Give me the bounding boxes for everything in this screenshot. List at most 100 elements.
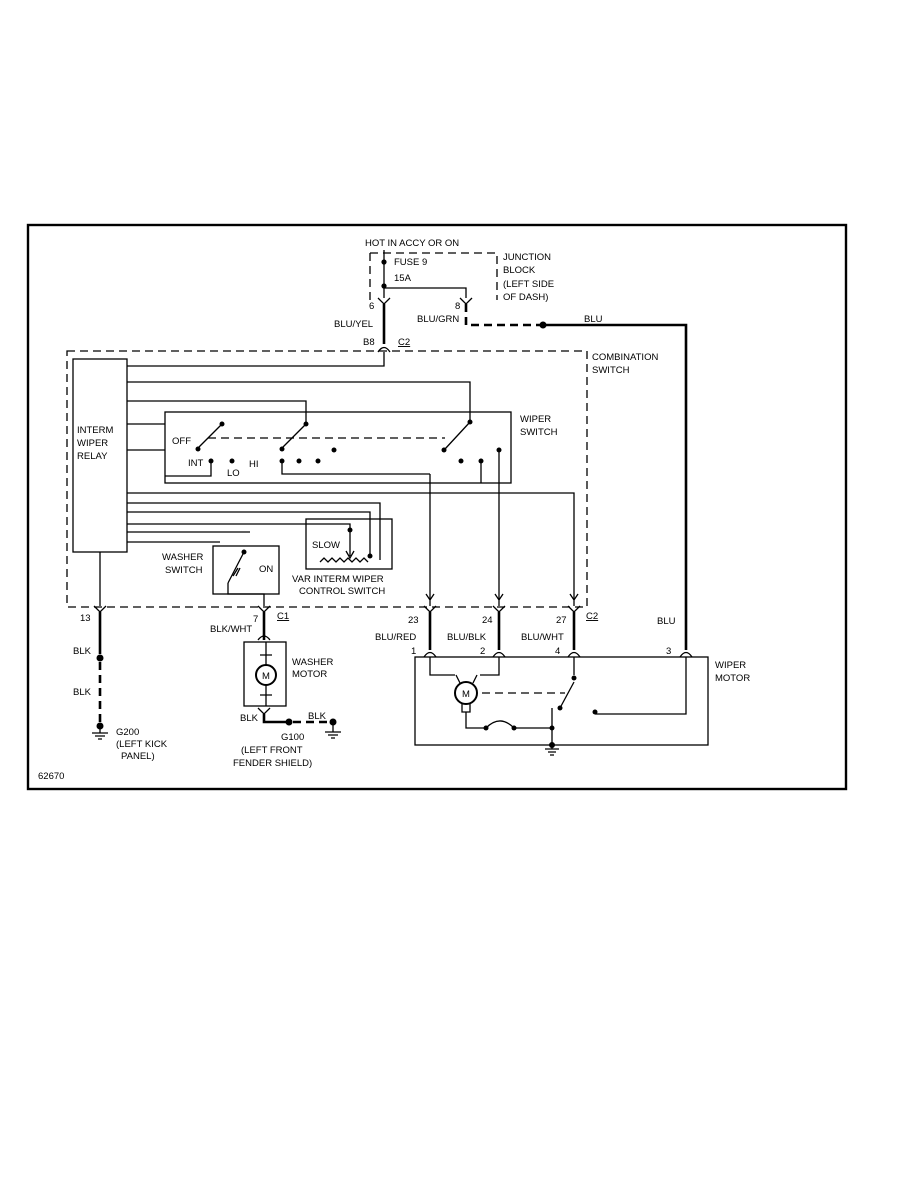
blk-washer-label: BLK — [240, 713, 259, 724]
blk-washer-splice — [285, 718, 293, 726]
hot-feed-wire — [383, 250, 467, 298]
park-switch-blade — [559, 681, 575, 709]
switch-contact — [279, 446, 285, 452]
c1-label: C1 — [277, 611, 289, 622]
switch-contact — [219, 421, 225, 427]
pin-23-label: 23 — [408, 615, 419, 626]
junction-block-line3: (LEFT SIDE — [503, 279, 554, 290]
pin-6-label: 6 — [369, 301, 374, 312]
hi-label: HI — [249, 459, 259, 470]
c2-top-label: C2 — [398, 337, 410, 348]
washer-switch-out — [227, 583, 265, 600]
g200-ground-symbol — [92, 729, 108, 740]
park-contact — [571, 675, 577, 681]
washer-switch-arrow — [232, 567, 241, 577]
b8-label: B8 — [363, 337, 375, 348]
wiper-motor-line1: WIPER — [715, 660, 746, 671]
g100-line2: (LEFT FRONT — [241, 745, 303, 756]
slow-label: SLOW — [312, 540, 340, 551]
connector-6-symbol — [377, 297, 391, 305]
figure-id: 62670 — [38, 771, 64, 782]
relay-feed-wire — [127, 352, 385, 367]
g200-line2: (LEFT KICK — [116, 739, 168, 750]
junction-block-outline — [369, 252, 498, 300]
blk-g100-label: BLK — [308, 711, 327, 722]
off-label: OFF — [172, 436, 191, 447]
switch-contact — [467, 419, 473, 425]
switch-contact — [303, 421, 309, 427]
motor-wire-3 — [595, 657, 687, 715]
wiper-switch-line2: SWITCH — [520, 427, 558, 438]
lo-label: LO — [227, 468, 240, 479]
switch-contact — [458, 458, 464, 464]
switch-contact — [331, 447, 337, 453]
blk-13-label: BLK — [73, 646, 92, 657]
relay-wire-g — [127, 523, 351, 536]
relay-wire-b — [127, 400, 307, 422]
switch-blade-1 — [198, 423, 223, 448]
blu-grn-label: BLU/GRN — [417, 314, 459, 325]
junction-block-line4: OF DASH) — [503, 292, 548, 303]
washer-contact — [241, 549, 247, 555]
blu-yel-label: BLU/YEL — [334, 319, 373, 330]
combination-switch-line1: COMBINATION — [592, 352, 658, 363]
g200-line3: PANEL) — [121, 751, 155, 762]
blu-top-label: BLU — [584, 314, 603, 325]
washer-switch-blade — [227, 551, 245, 584]
arrow-23 — [425, 593, 435, 606]
washer-motor-m: M — [262, 671, 270, 682]
fuse-rating: 15A — [394, 273, 412, 284]
circuit-breaker-arc — [485, 720, 515, 729]
wiper-switch-box — [164, 411, 512, 484]
diagram-frame — [26, 223, 848, 791]
relay-line3: RELAY — [77, 451, 108, 462]
switch-contact — [229, 458, 235, 464]
breaker-contact — [511, 725, 517, 731]
fuse-terminal-bottom — [381, 283, 387, 289]
blu-wire — [546, 323, 688, 650]
arrow-24 — [494, 593, 504, 606]
wiper-motor-line2: MOTOR — [715, 673, 750, 684]
motor-pin-4-label: 4 — [555, 646, 560, 657]
blu-wht-label: BLU/WHT — [521, 632, 564, 643]
motor-pin-2-connector — [492, 651, 506, 658]
int-jumper — [165, 461, 212, 477]
switch-contact — [315, 458, 321, 464]
motor-wire-2 — [480, 657, 500, 676]
g100-ground-symbol — [325, 725, 341, 739]
washer-switch-line2: SWITCH — [165, 565, 203, 576]
blk-13b-label: BLK — [73, 687, 92, 698]
breaker-contact — [483, 725, 489, 731]
motor-pin-3-connector — [679, 651, 693, 658]
wiper-motor-symbol — [454, 681, 478, 705]
junction-block-line2: BLOCK — [503, 265, 536, 276]
var-contact — [347, 527, 353, 533]
washer-motor-box — [243, 641, 287, 707]
switch-blade-3 — [444, 421, 471, 450]
g100-terminal — [329, 718, 337, 726]
switch-blade-2 — [282, 423, 307, 448]
switch-contact — [195, 446, 201, 452]
pin-7-label: 7 — [253, 614, 258, 625]
connector-27-symbol — [567, 605, 581, 613]
pin-13-label: 13 — [80, 613, 91, 624]
relay-wire-f — [127, 511, 371, 556]
switch-2-jumper — [281, 461, 430, 475]
park-contact — [557, 705, 563, 711]
blu-right-label: BLU — [657, 616, 676, 627]
int-label: INT — [188, 458, 204, 469]
washer-motor-line1: WASHER — [292, 657, 333, 668]
arrow-27 — [569, 593, 579, 606]
motor-pin-1-connector — [423, 651, 437, 658]
splice-dot — [539, 321, 547, 329]
blk-washer-wire — [262, 714, 286, 724]
motor-pin-1-label: 1 — [411, 646, 416, 657]
motor-pin-3-label: 3 — [666, 646, 671, 657]
connector-23-symbol — [423, 605, 437, 613]
pin-8-label: 8 — [455, 301, 460, 312]
pin-27-label: 27 — [556, 615, 567, 626]
park-contact — [592, 709, 598, 715]
blk-wht-label: BLK/WHT — [210, 624, 252, 635]
washer-motor-line2: MOTOR — [292, 669, 327, 680]
